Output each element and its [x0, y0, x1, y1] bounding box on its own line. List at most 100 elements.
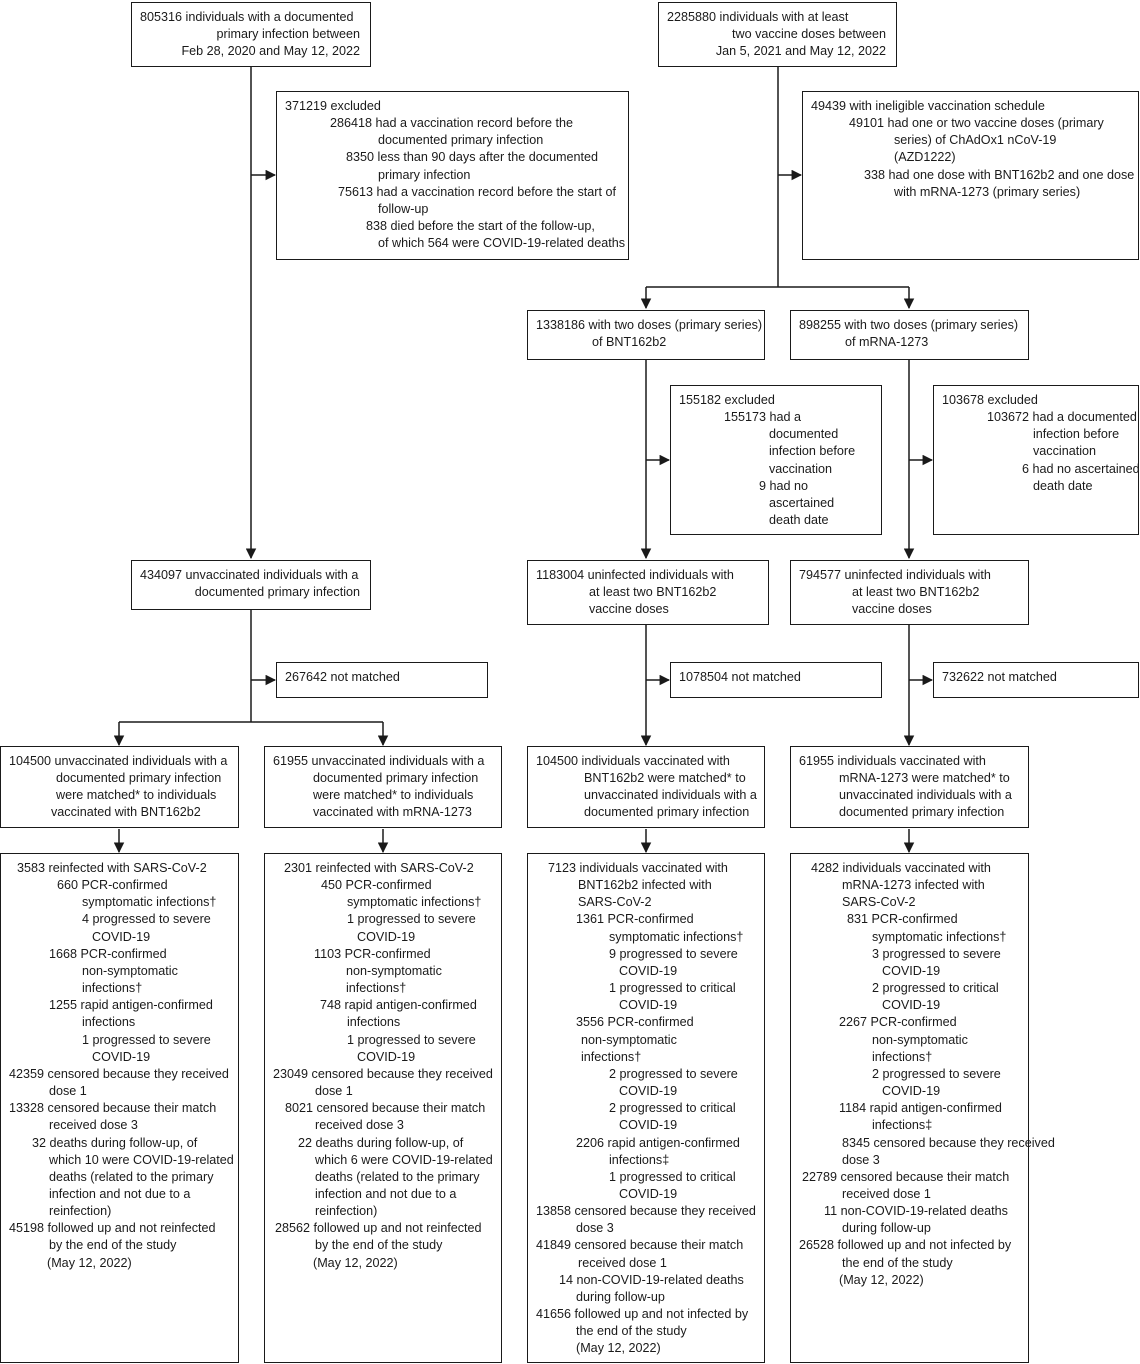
box-line: documented primary infection — [584, 805, 750, 820]
box-line: COVID-19 — [882, 998, 941, 1013]
box-line: received dose 3 — [49, 1118, 138, 1133]
box-line: infections† — [581, 1049, 642, 1064]
box-ineligible-vaccination: 49439 with ineligible vaccination schedu… — [802, 91, 1139, 260]
box-line: COVID-19 — [619, 998, 678, 1013]
box-line: 28562 followed up and not reinfected — [275, 1221, 482, 1236]
box-line: dose 3 — [576, 1221, 614, 1236]
box-line: infection before — [1033, 427, 1120, 442]
box-line: death date — [769, 513, 829, 528]
box-line: 434097 unvaccinated individuals with a — [140, 568, 359, 582]
box-line: 1 progressed to critical — [609, 981, 736, 996]
box-line: infection and not due to a — [315, 1186, 457, 1201]
box-line: 371219 excluded — [285, 99, 381, 113]
box-line: 1668 PCR-confirmed — [49, 946, 167, 961]
box-line: 1103 PCR-confirmed — [314, 946, 431, 961]
box-line: 3583 reinfected with SARS-CoV-2 — [17, 861, 207, 875]
box-line: ascertained — [769, 495, 835, 510]
box-line: infection before — [769, 444, 856, 459]
box-line: symptomatic infections† — [609, 929, 744, 944]
box-line: unvaccinated individuals with a — [584, 788, 757, 803]
box-line: BNT162b2 were matched* to — [584, 771, 746, 786]
box-line: death date — [1033, 478, 1093, 493]
box-line: 3 progressed to severe — [872, 946, 1001, 961]
box-line: documented — [769, 427, 839, 442]
box-line: 45198 followed up and not reinfected — [9, 1221, 216, 1236]
box-line: non-symptomatic — [872, 1032, 968, 1047]
box-line: 22789 censored because their match — [802, 1169, 1010, 1184]
box-line: at least two BNT162b2 — [589, 585, 717, 600]
box-bnt162b2-two-doses: 1338186 with two doses (primary series)o… — [527, 310, 765, 360]
box-line: during follow-up — [576, 1289, 665, 1304]
box-line: 103672 had a documented — [987, 410, 1137, 425]
box-line: symptomatic infections† — [347, 895, 482, 910]
box-line: infections† — [346, 981, 407, 996]
box-line: 1338186 with two doses (primary series) — [536, 318, 763, 332]
box-line: were matched* to individuals — [56, 788, 217, 803]
box-line: infections — [347, 1015, 401, 1030]
box-line: 450 PCR-confirmed — [321, 878, 432, 893]
box-matched-vac-mrna1273: 61955 individuals vaccinated with mRNA-12… — [790, 746, 1029, 828]
box-line: unvaccinated individuals with a — [839, 788, 1012, 803]
box-mrna1273-two-doses: 898255 with two doses (primary series) of… — [790, 310, 1029, 360]
box-line: primary infection — [378, 167, 471, 182]
box-line: (May 12, 2022) — [576, 1341, 661, 1356]
box-line: 11 non-COVID-19-related deaths — [824, 1204, 1008, 1219]
box-line: non-symptomatic — [346, 963, 442, 978]
box-line: non-symptomatic — [581, 1032, 677, 1047]
box-line: reinfection) — [315, 1204, 378, 1219]
box-line: 8345 censored because they received — [842, 1135, 1055, 1150]
box-line: vaccine doses — [852, 602, 932, 617]
box-line: vaccine doses — [589, 602, 669, 617]
box-line: vaccinated with mRNA-1273 — [313, 805, 472, 820]
box-line: COVID-19 — [882, 963, 941, 978]
box-line: which 6 were COVID-19-related — [315, 1152, 493, 1167]
box-line: with mRNA-1273 (primary series) — [894, 184, 1081, 199]
box-line: the end of the study — [842, 1255, 953, 1270]
box-line: deaths (related to the primary — [49, 1169, 214, 1184]
box-line: 26528 followed up and not infected by — [799, 1238, 1012, 1253]
box-line: mRNA-1273 were matched* to — [839, 771, 1010, 786]
box-bnt162b2-excluded: 155182 excluded 155173 had a documented inf… — [670, 385, 882, 535]
box-line: 155182 excluded — [679, 393, 775, 407]
box-line: 42359 censored because they received — [9, 1066, 229, 1081]
box-line: dose 1 — [315, 1084, 353, 1099]
box-line: by the end of the study — [315, 1238, 443, 1253]
box-line: 2267 PCR-confirmed — [839, 1015, 957, 1030]
box-line: mRNA-1273 infected with — [842, 878, 985, 893]
box-line: which 10 were COVID-19-related — [49, 1152, 234, 1167]
box-line: 2285880 individuals with at least — [667, 10, 849, 24]
box-line: 2206 rapid antigen-confirmed — [576, 1135, 740, 1150]
box-line: 1184 rapid antigen-confirmed — [839, 1101, 1002, 1116]
box-line: 898255 with two doses (primary series) — [799, 318, 1019, 332]
box-line: 155173 had a — [724, 410, 802, 425]
box-line: 2 progressed to severe — [872, 1066, 1001, 1081]
box-line: non-symptomatic — [82, 963, 178, 978]
box-line: infections† — [82, 981, 143, 996]
box-line: of which 564 were COVID-19-related death… — [378, 236, 626, 251]
box-line: by the end of the study — [49, 1238, 177, 1253]
box-line: 104500 unvaccinated individuals with a — [9, 754, 228, 768]
box-line: 32 deaths during follow-up, of — [32, 1135, 198, 1150]
box-line: of mRNA-1273 — [845, 335, 929, 350]
box-line: 61955 individuals vaccinated with — [799, 754, 986, 768]
box-line: 6 had no ascertained — [1022, 461, 1140, 476]
box-line: 22 deaths during follow-up, of — [298, 1135, 464, 1150]
box-line: 7123 individuals vaccinated with — [548, 861, 728, 875]
box-line: series) of ChAdOx1 nCoV-19 — [894, 133, 1057, 148]
box-line: infections — [82, 1015, 136, 1030]
box-unvaccinated-not-matched: 267642 not matched — [276, 662, 488, 698]
box-line: 1 progressed to severe — [82, 1032, 211, 1047]
box-line: 2 progressed to critical — [872, 981, 999, 996]
box-line: 14 non-COVID-19-related deaths — [559, 1272, 744, 1287]
box-line: vaccinated with BNT162b2 — [51, 805, 201, 820]
box-line: dose 3 — [842, 1152, 880, 1167]
box-line: (May 12, 2022) — [47, 1255, 132, 1270]
box-line: COVID-19 — [357, 929, 416, 944]
